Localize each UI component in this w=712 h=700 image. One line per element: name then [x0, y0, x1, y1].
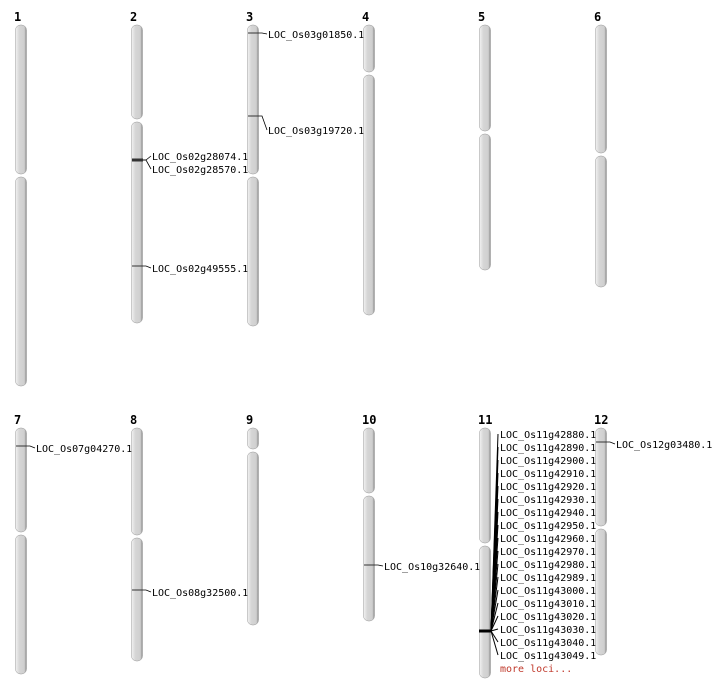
chromosome-arm-p [15, 427, 27, 533]
chromosome-label: 9 [246, 413, 253, 427]
locus-label: LOC_Os11g43040.1 [500, 638, 596, 649]
chromosome-label: 7 [14, 413, 21, 427]
locus-label: LOC_Os11g42910.1 [500, 469, 596, 480]
locus-connector [490, 628, 499, 632]
chromosome-arm-p [363, 427, 375, 494]
locus-label: LOC_Os11g42980.1 [500, 560, 596, 571]
locus-connector [27, 445, 36, 449]
chromosome-arm-q [15, 534, 27, 675]
locus-label: LOC_Os11g42900.1 [500, 456, 596, 467]
locus-label: LOC_Os02g49555.1 [152, 264, 248, 275]
locus-label: LOC_Os11g42940.1 [500, 508, 596, 519]
chromosome-label: 1 [14, 10, 21, 24]
chromosome-arm-p [363, 24, 375, 73]
chromosome-arm-p [15, 24, 27, 175]
chromosome-arm-q [131, 121, 143, 324]
locus-connector [143, 155, 152, 161]
chromosome-arm-q [247, 451, 259, 626]
chromosome-label: 4 [362, 10, 369, 24]
chromosome-1: 1 [14, 10, 27, 387]
chromosome-arm-p [247, 427, 259, 450]
chromosome-5: 5 [478, 10, 491, 271]
locus-label: LOC_Os11g43030.1 [500, 625, 596, 636]
locus-label: LOC_Os11g42960.1 [500, 534, 596, 545]
locus-label: LOC_Os02g28570.1 [152, 165, 248, 176]
locus-label: LOC_Os07g04270.1 [36, 444, 132, 455]
chromosome-4: 4 [362, 10, 375, 316]
locus-connector [490, 630, 499, 643]
chromosome-arm-q [247, 176, 259, 327]
chromosome-arm-q [595, 528, 607, 656]
locus-label: LOC_Os08g32500.1 [152, 588, 248, 599]
locus-connector [490, 602, 499, 632]
chromosome-arm-p [479, 24, 491, 132]
locus-connector [375, 564, 384, 567]
chromosome-arm-q [363, 495, 375, 622]
chromosome-arm-p [595, 24, 607, 154]
chromosome-label: 6 [594, 10, 601, 24]
locus-label: LOC_Os11g42970.1 [500, 547, 596, 558]
locus-label: LOC_Os03g19720.1 [268, 126, 364, 137]
locus-label: LOC_Os11g43010.1 [500, 599, 596, 610]
chromosome-arm-q [479, 545, 491, 679]
chromosome-arm-q [363, 74, 375, 316]
chromosome-11: 11LOC_Os11g42880.1LOC_Os11g42890.1LOC_Os… [478, 413, 596, 679]
chromosome-arm-p [479, 427, 491, 544]
locus-label: LOC_Os11g42890.1 [500, 443, 596, 454]
chromosome-arm-p [595, 427, 607, 527]
locus-label: LOC_Os11g42920.1 [500, 482, 596, 493]
more-loci-link[interactable]: more loci... [500, 664, 572, 675]
chromosome-6: 6 [594, 10, 607, 288]
locus-label: LOC_Os02g28074.1 [152, 152, 248, 163]
locus-label: LOC_Os11g43000.1 [500, 586, 596, 597]
chromosome-arm-q [15, 176, 27, 387]
locus-label: LOC_Os11g42930.1 [500, 495, 596, 506]
chromosome-label: 5 [478, 10, 485, 24]
locus-label: LOC_Os11g43049.1 [500, 651, 596, 662]
chromosome-arm-p [131, 427, 143, 536]
chromosome-arm-p [131, 24, 143, 120]
locus-connector [490, 615, 499, 632]
chromosome-arm-q [479, 133, 491, 271]
chromosome-2: 2LOC_Os02g28074.1LOC_Os02g28570.1LOC_Os0… [130, 10, 248, 324]
chromosome-label: 11 [478, 413, 492, 427]
chromosome-label: 3 [246, 10, 253, 24]
chromosome-label: 8 [130, 413, 137, 427]
locus-connector [259, 115, 268, 131]
chromosome-arm-p [247, 24, 259, 175]
chromosome-arm-q [595, 155, 607, 288]
locus-connector [490, 630, 499, 656]
chromosome-9: 9 [246, 413, 259, 626]
locus-connector [143, 159, 152, 170]
locus-connector [143, 265, 152, 269]
locus-connector [143, 589, 152, 593]
locus-label: LOC_Os12g03480.1 [616, 440, 712, 451]
locus-connector [490, 589, 499, 632]
locus-label: LOC_Os11g42880.1 [500, 430, 596, 441]
locus-label: LOC_Os11g42950.1 [500, 521, 596, 532]
locus-label: LOC_Os10g32640.1 [384, 562, 480, 573]
chromosome-label: 2 [130, 10, 137, 24]
chromosome-arm-q [131, 537, 143, 662]
locus-label: LOC_Os11g42989.1 [500, 573, 596, 584]
chromosome-label: 10 [362, 413, 376, 427]
chromosome-label: 12 [594, 413, 608, 427]
locus-label: LOC_Os11g43020.1 [500, 612, 596, 623]
locus-label: LOC_Os03g01850.1 [268, 30, 364, 41]
locus-connector [607, 441, 616, 445]
locus-connector [259, 32, 268, 35]
